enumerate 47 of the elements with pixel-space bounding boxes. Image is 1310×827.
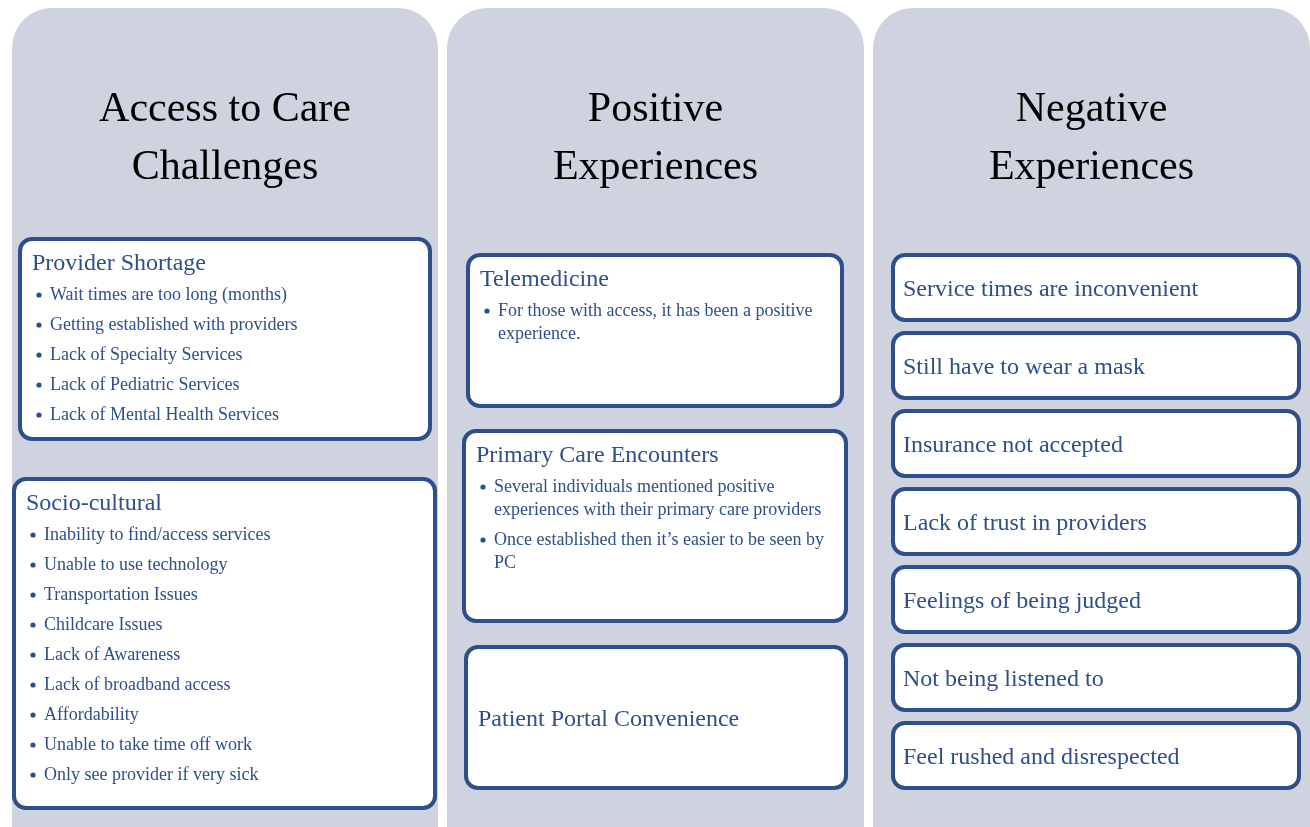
bullet-item: Unable to use technology xyxy=(44,554,228,574)
category-card xyxy=(891,643,1301,712)
card-heading: Primary Care Encounters xyxy=(476,440,720,469)
category-card xyxy=(12,477,437,810)
item-text: Feel rushed and disrespected xyxy=(903,741,1181,771)
bullet-item: Once established then it’s easier to be seen by PC xyxy=(494,529,824,572)
bullet-item: Getting established with providers xyxy=(50,314,298,334)
card-heading: Patient Portal Convenience xyxy=(478,703,741,733)
bullet-item: Inability to find/access services xyxy=(44,524,271,544)
bullet-item: Childcare Issues xyxy=(44,614,163,634)
bullet-item: Lack of broadband access xyxy=(44,674,231,694)
bullet-item: Unable to take time off work xyxy=(44,734,253,754)
item-text: Still have to wear a mask xyxy=(903,351,1146,381)
card-heading: Provider Shortage xyxy=(32,248,207,277)
card-heading: Socio-cultural xyxy=(26,488,163,517)
category-card xyxy=(464,645,848,790)
bullet-item: Several individuals mentioned positive experiences with their primary care providers xyxy=(494,476,822,519)
item-text: Insurance not accepted xyxy=(903,429,1124,459)
item-text: Feelings of being judged xyxy=(903,585,1142,615)
category-card xyxy=(891,565,1301,634)
bullet-item: Affordability xyxy=(44,704,139,724)
bullet-item: Lack of Pediatric Services xyxy=(50,374,240,394)
card-heading: Telemedicine xyxy=(480,264,610,293)
category-card xyxy=(462,429,848,623)
bullet-item: Lack of Mental Health Services xyxy=(50,404,279,424)
bullet-item: Lack of Specialty Services xyxy=(50,344,243,364)
category-card xyxy=(891,253,1301,322)
item-text: Service times are inconvenient xyxy=(903,273,1200,303)
column-heading: Negative Experiences xyxy=(987,83,1196,190)
column-panel xyxy=(447,8,864,827)
bullet-item: Wait times are too long (months) xyxy=(50,284,287,304)
category-card xyxy=(891,487,1301,556)
category-card xyxy=(891,721,1301,790)
item-text: Lack of trust in providers xyxy=(903,507,1148,537)
item-text: Not being listened to xyxy=(903,663,1105,693)
category-card xyxy=(891,409,1301,478)
column-heading: Access to Care Challenges xyxy=(98,83,352,190)
bullet-item: For those with access, it has been a positive experience. xyxy=(498,300,813,343)
bullet-item: Only see provider if very sick xyxy=(44,764,259,784)
column-heading: Positive Experiences xyxy=(551,83,760,190)
category-card xyxy=(466,253,844,408)
column-panel xyxy=(873,8,1310,827)
bullet-item: Transportation Issues xyxy=(44,584,198,604)
bullet-item: Lack of Awareness xyxy=(44,644,181,664)
category-card xyxy=(18,237,432,441)
column-panel xyxy=(12,8,438,827)
category-card xyxy=(891,331,1301,400)
